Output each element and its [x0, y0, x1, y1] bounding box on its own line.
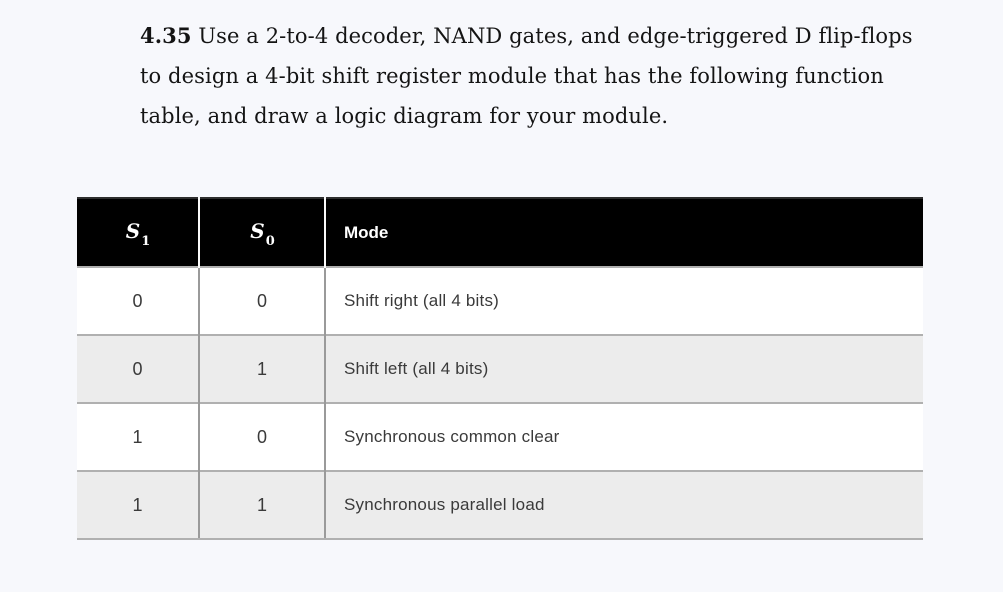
cell-s0: 0 — [199, 266, 326, 335]
function-table-header: S1 S0 Mode — [77, 197, 923, 267]
cell-s0: 0 — [199, 402, 326, 471]
header-s0-subscript: 0 — [265, 233, 275, 249]
problem-line-1: 4.35 Use a 2-to-4 decoder, NAND gates, a… — [140, 16, 930, 56]
cell-mode: Synchronous parallel load — [325, 470, 923, 540]
problem-text-1: Use a 2-to-4 decoder, NAND gates, and ed… — [198, 24, 913, 48]
cell-s1: 1 — [77, 470, 200, 540]
header-s1-symbol: S — [125, 218, 141, 243]
problem-line-3: table, and draw a logic diagram for your… — [140, 104, 669, 128]
function-table-body: 0 0 Shift right (all 4 bits) 0 1 Shift l… — [77, 266, 923, 540]
table-row: 0 0 Shift right (all 4 bits) — [77, 266, 923, 335]
cell-mode: Synchronous common clear — [325, 402, 923, 471]
function-table: S1 S0 Mode 0 0 Shift right (all 4 bits) … — [77, 197, 923, 540]
problem-number: 4.35 — [140, 23, 192, 48]
cell-mode: Shift right (all 4 bits) — [325, 266, 923, 335]
cell-s1: 0 — [77, 266, 200, 335]
header-s0: S0 — [199, 197, 326, 267]
header-row: S1 S0 Mode — [77, 197, 923, 267]
problem-statement: 4.35 Use a 2-to-4 decoder, NAND gates, a… — [140, 16, 930, 136]
cell-s1: 0 — [77, 334, 200, 403]
table-row: 1 0 Synchronous common clear — [77, 402, 923, 471]
cell-s1: 1 — [77, 402, 200, 471]
problem-line-2: to design a 4-bit shift register module … — [140, 64, 884, 88]
cell-mode: Shift left (all 4 bits) — [325, 334, 923, 403]
header-s1-subscript: 1 — [141, 233, 151, 249]
cell-s0: 1 — [199, 334, 326, 403]
header-mode: Mode — [325, 197, 923, 267]
header-s0-symbol: S — [250, 218, 265, 243]
table-row: 1 1 Synchronous parallel load — [77, 470, 923, 540]
header-s1: S1 — [77, 197, 200, 267]
table-row: 0 1 Shift left (all 4 bits) — [77, 334, 923, 403]
cell-s0: 1 — [199, 470, 326, 540]
